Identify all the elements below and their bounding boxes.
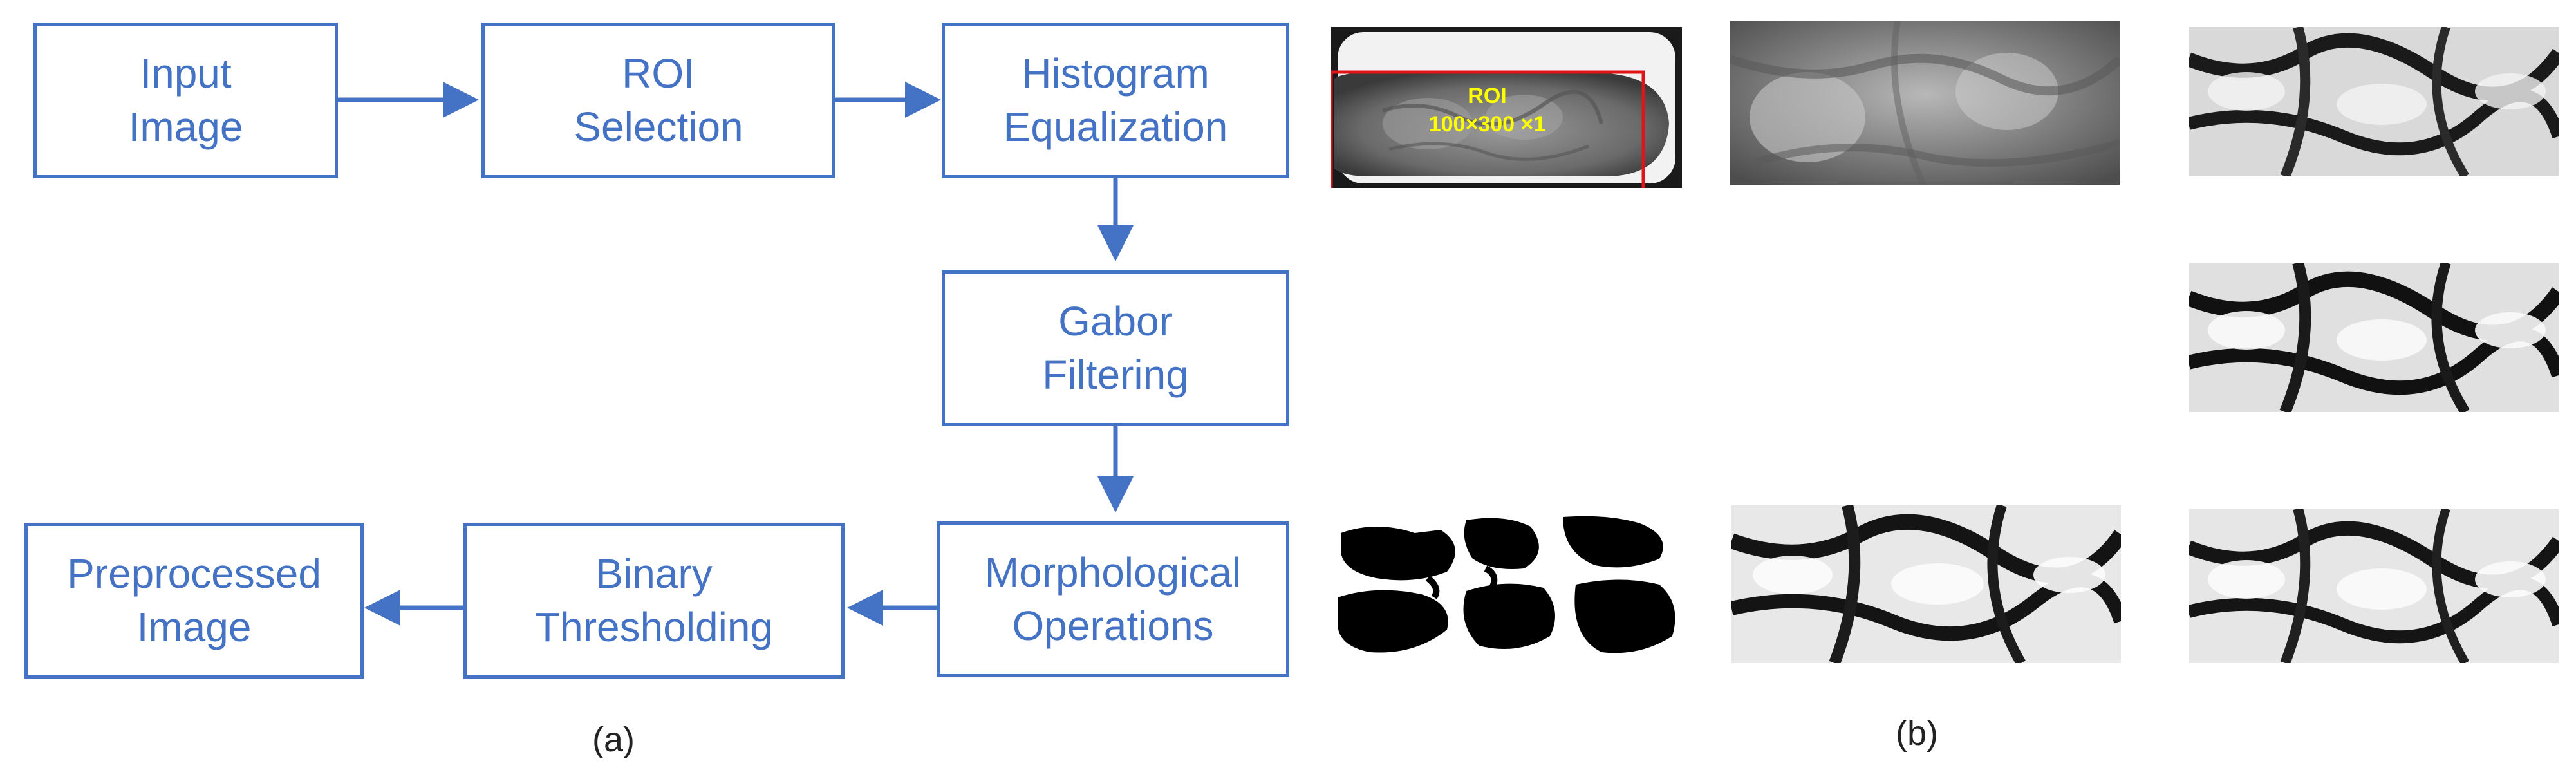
roi-overlay-text: ROI 100×300 ×1	[1331, 82, 1643, 138]
roi-crop-svg	[1730, 21, 2120, 185]
histeq-image	[2189, 27, 2559, 176]
original-finger-svg	[1331, 27, 1682, 188]
node-input-image-label: Input Image	[128, 50, 243, 150]
roi-label: ROI	[1468, 84, 1507, 108]
node-gabor-filtering-label: Gabor Filtering	[1042, 297, 1189, 398]
final-binary-svg	[1338, 507, 1682, 661]
node-roi-selection: ROI Selection	[481, 23, 835, 178]
morph-svg	[2189, 509, 2559, 663]
node-histogram-equalization-label: Histogram Equalization	[1003, 50, 1228, 150]
node-preprocessed-image-label: Preprocessed Image	[67, 550, 321, 650]
morph-image	[2189, 509, 2559, 663]
node-input-image: Input Image	[33, 23, 338, 178]
binary-threshold-svg	[1731, 505, 2121, 663]
original-finger-image: ROI 100×300 ×1	[1331, 27, 1682, 188]
final-binary-image	[1338, 507, 1682, 661]
node-gabor-filtering: Gabor Filtering	[942, 270, 1289, 426]
histeq-svg	[2189, 27, 2559, 176]
node-morphological-operations-label: Morphological Operations	[984, 549, 1242, 649]
roi-crop-image	[1730, 21, 2120, 185]
gabor-image	[2189, 263, 2559, 412]
gabor-svg	[2189, 263, 2559, 412]
roi-size-label: 100×300 ×1	[1428, 112, 1546, 137]
node-binary-thresholding-label: Binary Thresholding	[535, 550, 773, 650]
caption-a: (a)	[592, 720, 635, 759]
node-morphological-operations: Morphological Operations	[937, 521, 1289, 677]
caption-b: (b)	[1896, 714, 1938, 753]
node-roi-selection-label: ROI Selection	[574, 50, 743, 150]
node-preprocessed-image: Preprocessed Image	[24, 523, 364, 679]
node-binary-thresholding: Binary Thresholding	[463, 523, 845, 679]
binary-threshold-image	[1731, 505, 2121, 663]
node-histogram-equalization: Histogram Equalization	[942, 23, 1289, 178]
